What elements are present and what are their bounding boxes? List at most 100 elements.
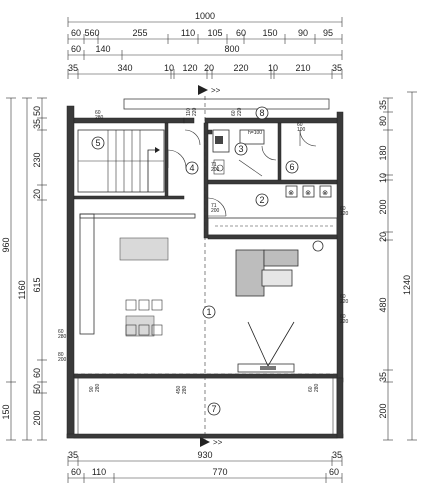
dim-top-seg: 140 <box>95 44 110 54</box>
opening: 60 280 <box>58 329 67 340</box>
opening: 450 280 <box>176 385 188 394</box>
dim-bottom-seg: 35 <box>68 450 78 460</box>
dim-top-seg: 110 <box>181 28 195 38</box>
svg-text:>>: >> <box>211 86 221 95</box>
svg-text:71: 71 <box>211 162 217 168</box>
opening: 71 200 <box>211 162 220 173</box>
dim-left-150: 150 <box>1 404 11 419</box>
room-2: 2 <box>259 195 264 205</box>
opening: 60 220 <box>340 294 349 305</box>
dim-left-seg: 230 <box>32 152 42 167</box>
svg-text:220: 220 <box>340 299 349 305</box>
dim-right-seg: 20 <box>378 232 388 242</box>
dim-top-seg: 95 <box>323 28 333 38</box>
dim-left-seg: 200 <box>32 410 42 425</box>
sofa <box>235 249 299 297</box>
svg-text:>>: >> <box>213 438 223 447</box>
dim-top-seg: 10 <box>164 63 174 73</box>
dim-bottom-seg: 60 <box>71 467 81 477</box>
fixture-label: h=100 <box>248 130 262 136</box>
svg-text:110: 110 <box>186 108 192 116</box>
dim-right-1240: 1240 <box>402 275 412 295</box>
kitchen-island <box>119 237 169 261</box>
svg-text:120: 120 <box>340 211 349 217</box>
plant-icon <box>312 240 324 252</box>
dim-left-seg: 50 <box>32 106 42 116</box>
svg-text:60: 60 <box>308 386 314 392</box>
dim-top-seg: 220 <box>233 63 248 73</box>
room-7: 7 <box>211 404 216 414</box>
svg-text:280: 280 <box>95 383 101 392</box>
dim-top-seg: 60 <box>71 44 81 54</box>
opening: 90 280 <box>89 383 101 392</box>
opening-labels: 60 280 110 220 60 220 71 200 71 200 60 1… <box>58 107 349 394</box>
svg-text:220: 220 <box>192 107 198 116</box>
svg-text:200: 200 <box>58 357 67 363</box>
dim-top-seg: 120 <box>182 63 197 73</box>
svg-text:80: 80 <box>58 352 64 358</box>
svg-text:280: 280 <box>58 334 67 340</box>
dim-right-seg: 200 <box>378 199 388 214</box>
svg-text:60: 60 <box>231 110 237 116</box>
dim-top-seg: 150 <box>262 28 277 38</box>
svg-text:220: 220 <box>237 107 243 116</box>
dim-right-seg: 200 <box>378 403 388 418</box>
dim-left-seg: 35 <box>32 119 42 129</box>
dim-right-seg: 35 <box>378 100 388 110</box>
room-8: 8 <box>259 108 264 118</box>
svg-text:60: 60 <box>95 110 101 116</box>
dim-left-seg: 20 <box>32 189 42 199</box>
opening: 60 120 <box>340 206 349 217</box>
opening: 60 100 <box>297 122 306 133</box>
dim-top-seg: 800 <box>224 44 239 54</box>
kitchen-counter <box>207 217 338 236</box>
opening: 60 280 <box>308 383 320 392</box>
opening: 71 200 <box>211 203 220 214</box>
svg-text:220: 220 <box>340 319 349 325</box>
opening: 60 220 <box>231 107 243 116</box>
svg-text:⊗: ⊗ <box>322 190 328 197</box>
dim-top-seg: 20 <box>204 63 214 73</box>
top-dimensions: 1000 60 560 255 110 105 60 150 90 95 60 … <box>67 11 343 79</box>
doors <box>167 129 317 217</box>
dim-top-seg: 340 <box>117 63 132 73</box>
dim-right-seg: 35 <box>378 372 388 382</box>
dim-top-seg: 105 <box>207 28 222 38</box>
left-dimensions: 960 150 1160 50 35 80 230 20 615 60 50 2… <box>1 97 47 441</box>
section-marker-bottom: >> <box>200 437 223 447</box>
svg-text:⊗: ⊗ <box>305 190 311 197</box>
room-4: 4 <box>189 163 194 173</box>
dim-top-total: 1000 <box>195 11 215 21</box>
dim-top-seg: 35 <box>332 63 342 73</box>
svg-text:60: 60 <box>297 122 303 128</box>
dim-bottom-seg: 930 <box>197 450 212 460</box>
dim-top-seg: 210 <box>295 63 310 73</box>
section-marker-top: >> <box>198 85 221 95</box>
bottom-dimensions: 35 930 35 60 110 770 60 <box>67 450 343 483</box>
dim-right-seg: 80 <box>378 116 388 126</box>
svg-text:60: 60 <box>340 206 346 212</box>
svg-text:60: 60 <box>340 294 346 300</box>
dim-right-seg: 480 <box>378 297 388 312</box>
dim-bottom-seg: 35 <box>332 450 342 460</box>
dim-left-seg: 60 <box>32 368 42 378</box>
dim-bottom-seg: 110 <box>92 467 106 477</box>
svg-text:60: 60 <box>58 329 64 335</box>
walls <box>66 98 344 439</box>
dim-top-seg: 90 <box>298 28 308 38</box>
room-labels: 5 4 3 6 2 1 7 8 <box>91 106 299 416</box>
dim-top-seg: 255 <box>132 28 147 38</box>
svg-text:450: 450 <box>176 385 182 394</box>
svg-text:100: 100 <box>297 127 306 133</box>
svg-text:200: 200 <box>211 208 220 214</box>
right-dimensions: 35 80 180 10 200 20 480 35 200 1240 <box>378 91 417 441</box>
dim-top-seg: 60 <box>236 28 246 38</box>
opening: 60 220 <box>340 314 349 325</box>
dim-right-seg: 180 <box>378 145 388 160</box>
dim-top-seg: 560 <box>84 28 99 38</box>
svg-text:60: 60 <box>340 314 346 320</box>
svg-text:90: 90 <box>89 386 95 392</box>
dim-left-seg: 615 <box>32 277 42 292</box>
staircase <box>77 129 165 193</box>
dim-left-1160: 1160 <box>17 280 27 299</box>
